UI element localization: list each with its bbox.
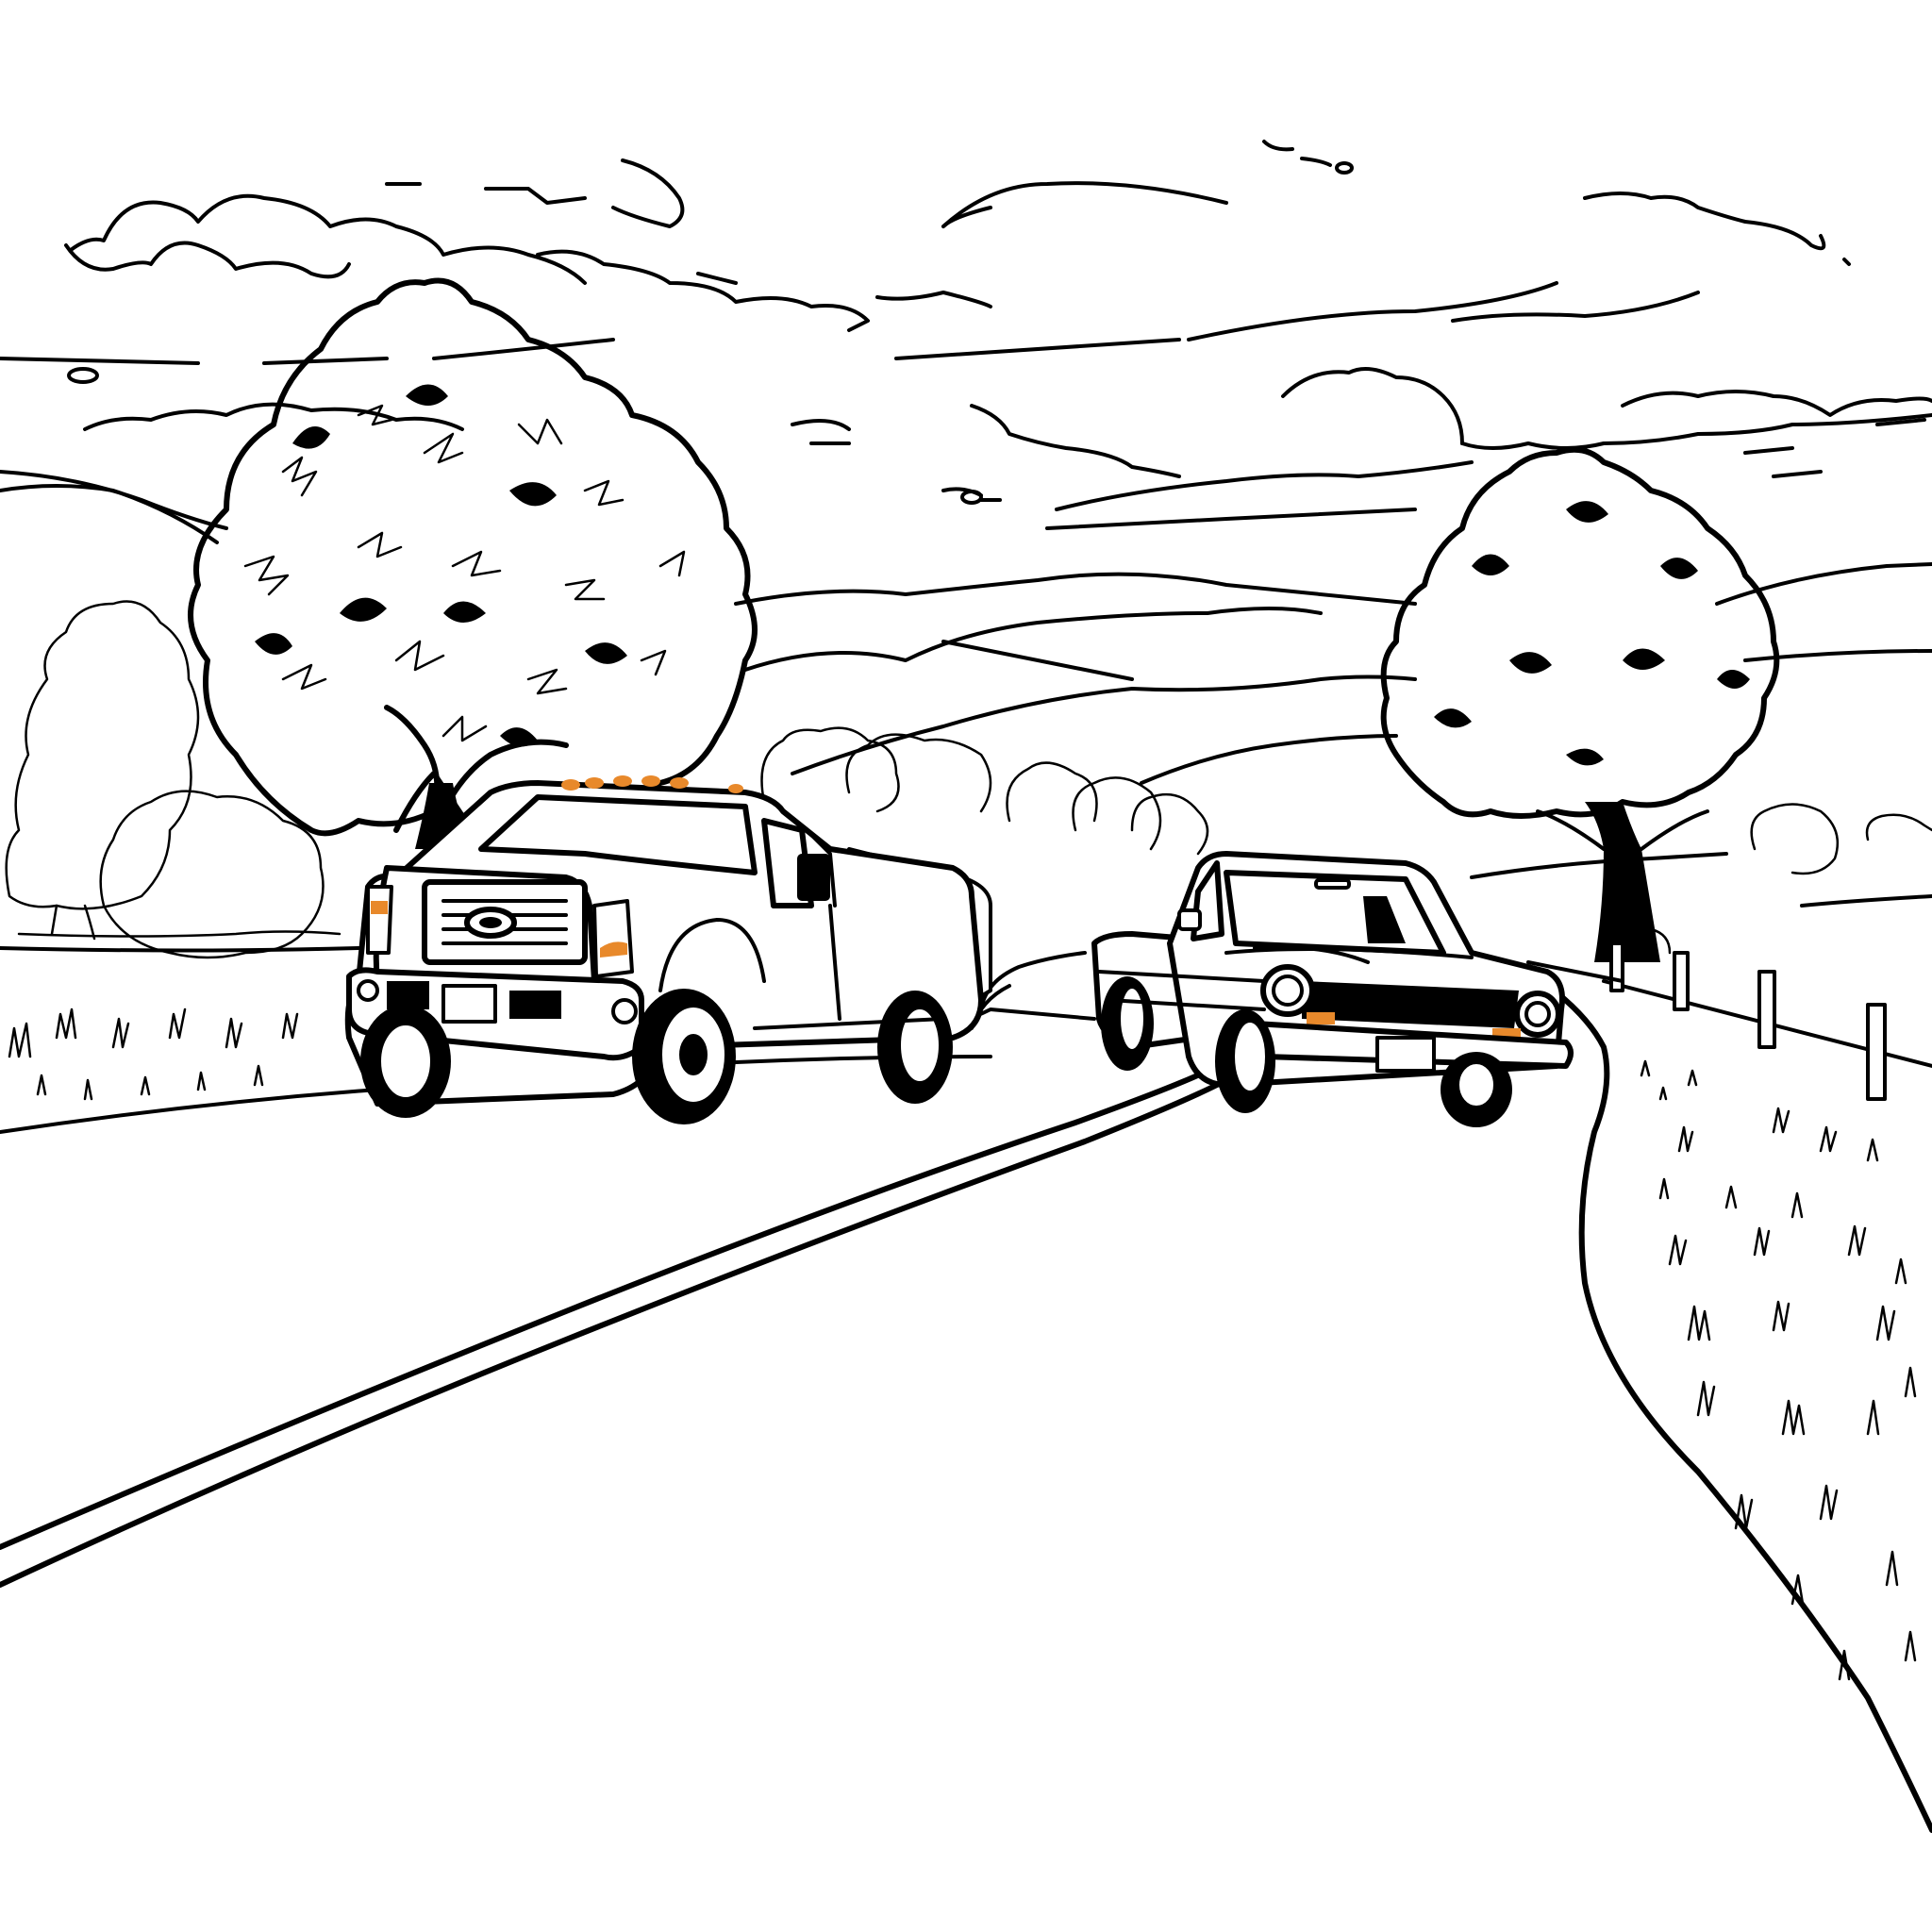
classic-left-signal xyxy=(1307,1012,1335,1024)
large-tree-left xyxy=(188,277,758,849)
clearance-lights xyxy=(561,775,743,793)
left-background-trees xyxy=(5,600,341,959)
classic-pickup-truck xyxy=(1091,851,1574,1127)
road xyxy=(0,951,1932,1833)
right-turn-signal xyxy=(600,941,627,958)
grass-embankment xyxy=(1640,1059,1917,1681)
horizon-bushes xyxy=(760,726,1932,955)
tree-right xyxy=(1380,446,1780,962)
left-turn-signal xyxy=(371,901,388,914)
fence xyxy=(1526,941,1932,1101)
modern-pickup-truck xyxy=(344,775,1096,1124)
distant-hills xyxy=(0,470,1932,908)
sky-clouds xyxy=(0,140,1932,530)
